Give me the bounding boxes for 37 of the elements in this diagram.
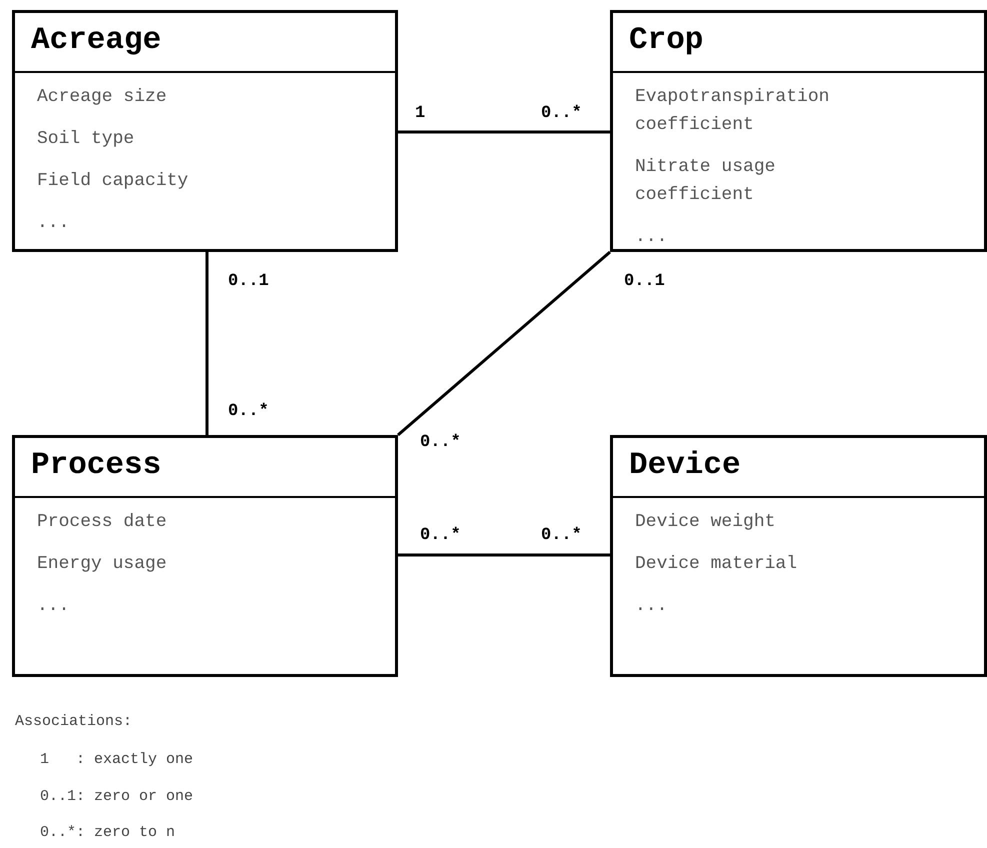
attribute-text: ... xyxy=(37,595,70,618)
multiplicity-label: 0..* xyxy=(420,433,461,452)
attribute-text: Device material xyxy=(635,553,798,576)
multiplicity-label: 0..* xyxy=(541,104,582,123)
legend-note: 1 : exactly one xyxy=(40,751,194,768)
multiplicity-label: 0..* xyxy=(420,526,461,545)
class-box xyxy=(610,435,987,677)
attribute-text: Field capacity xyxy=(37,170,190,193)
association-line xyxy=(398,554,610,556)
multiplicity-label: 0..* xyxy=(541,526,582,545)
class-box xyxy=(610,10,987,252)
multiplicity-label: 0..1 xyxy=(624,272,665,291)
multiplicity-label: 1 xyxy=(415,104,426,123)
class-name: Crop xyxy=(613,13,984,73)
attribute-text: ... xyxy=(635,226,668,249)
class-name: Device xyxy=(613,438,984,498)
attribute-text: Energy usage xyxy=(37,553,168,576)
attribute-text: Device weight xyxy=(635,511,776,534)
attribute-text: Process date xyxy=(37,511,168,534)
attribute-text: Evapotranspiration coefficient xyxy=(635,86,830,137)
legend-note: 0..1: zero or one xyxy=(40,788,194,805)
association-line xyxy=(397,250,611,436)
multiplicity-label: 0..* xyxy=(228,402,269,421)
class-name: Process xyxy=(15,438,395,498)
legend-note: 0..*: zero to n xyxy=(40,824,176,841)
attribute-text: ... xyxy=(37,212,70,235)
association-line xyxy=(206,252,208,435)
multiplicity-label: 0..1 xyxy=(228,272,269,291)
attribute-text: Soil type xyxy=(37,128,136,151)
class-box xyxy=(12,10,398,252)
class-name: Acreage xyxy=(15,13,395,73)
class-box xyxy=(12,435,398,677)
legend-note: Associations: xyxy=(15,713,132,730)
attribute-text: Acreage size xyxy=(37,86,168,109)
association-line xyxy=(398,130,610,134)
attribute-text: ... xyxy=(635,595,668,618)
attribute-text: Nitrate usage coefficient xyxy=(635,156,776,207)
